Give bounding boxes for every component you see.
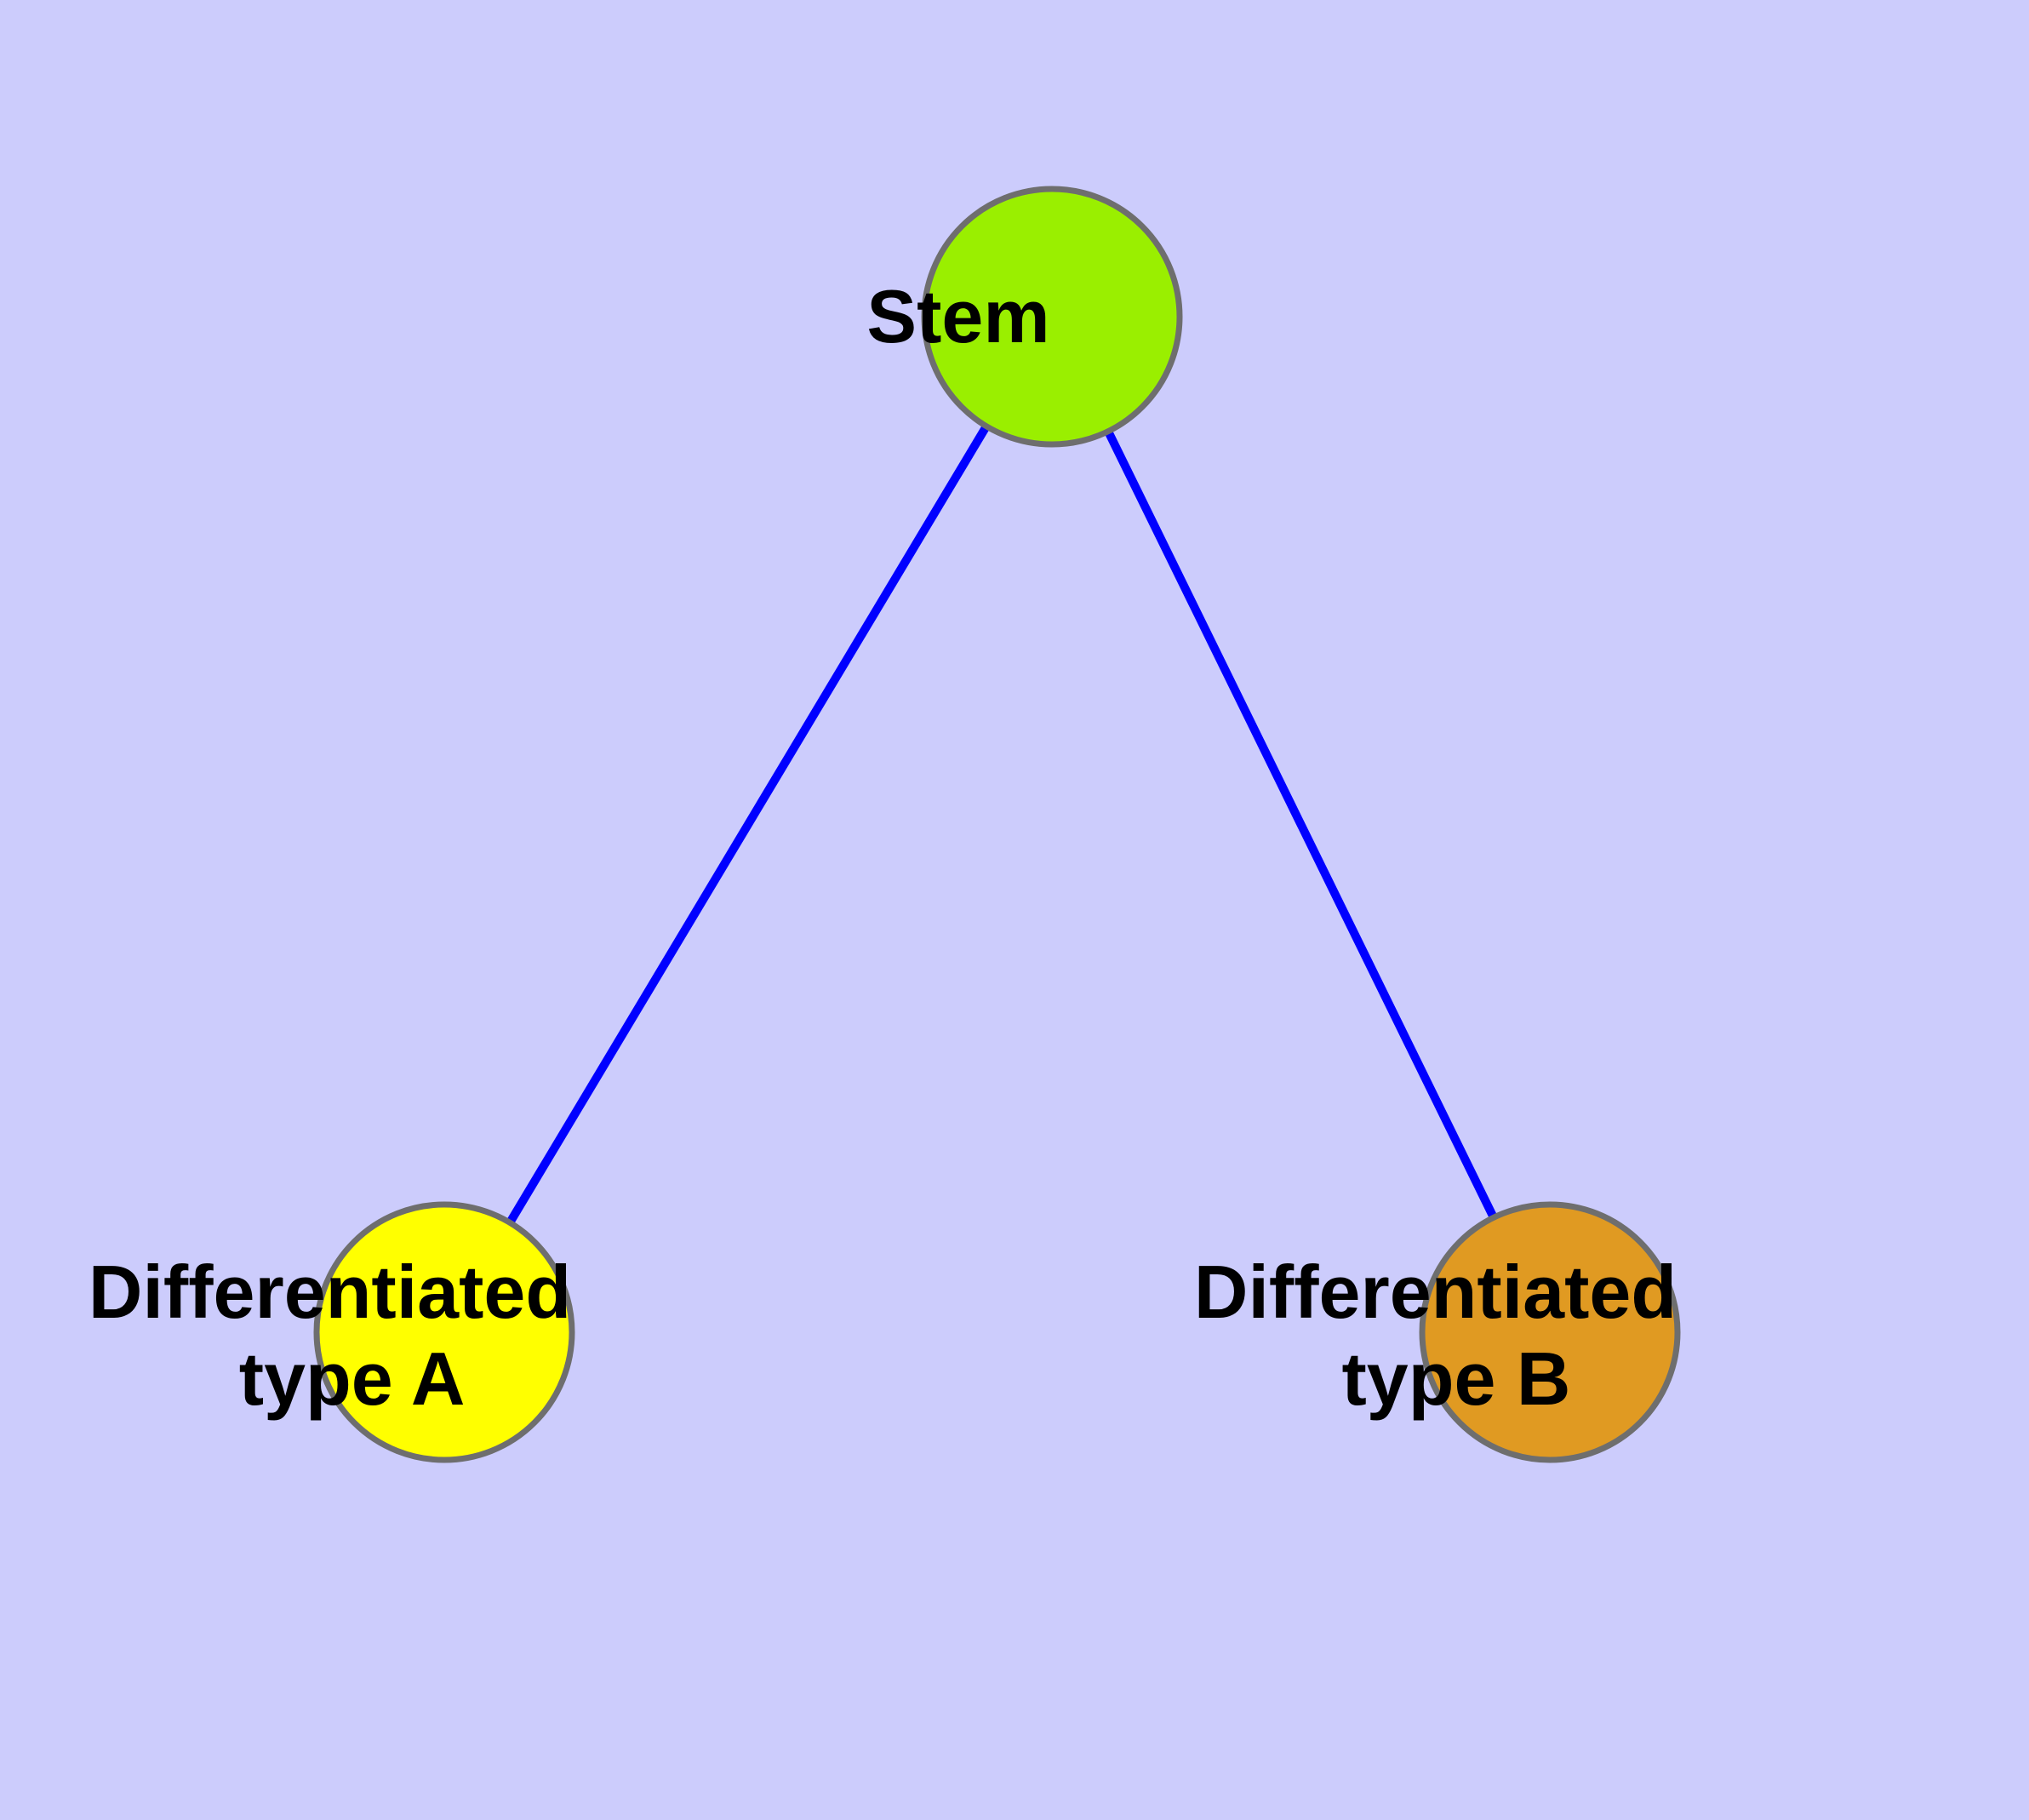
node-diff-b-label-line-1: Differentiated (1194, 1250, 1677, 1334)
node-diff-b-label-line-2: type B (1342, 1336, 1571, 1421)
node-diff-a-label: Differentiated type A (89, 1250, 800, 1421)
node-diff-b-circle[interactable] (1419, 1201, 1681, 1463)
node-diff-b-label: Differentiated type B (1194, 1250, 1906, 1421)
node-diff-a[interactable]: Differentiated type A (89, 1201, 800, 1463)
node-stem-label: Stem (866, 274, 1237, 358)
node-diff-b[interactable]: Differentiated type B (1194, 1201, 1906, 1463)
edge-stem-to-diff-a (440, 314, 1056, 1335)
node-stem-circle[interactable] (921, 186, 1183, 448)
node-stem-label-line-1: Stem (866, 274, 1049, 358)
edge-layer (440, 314, 1554, 1335)
node-diff-a-label-line-1: Differentiated (89, 1250, 571, 1334)
node-stem[interactable]: Stem (866, 186, 1237, 448)
edge-stem-to-diff-b (1048, 314, 1554, 1335)
node-diff-a-label-line-2: type A (239, 1336, 464, 1421)
node-layer: Stem Differentiated type A Differentiate… (89, 186, 1906, 1463)
node-diff-a-circle[interactable] (313, 1201, 575, 1463)
